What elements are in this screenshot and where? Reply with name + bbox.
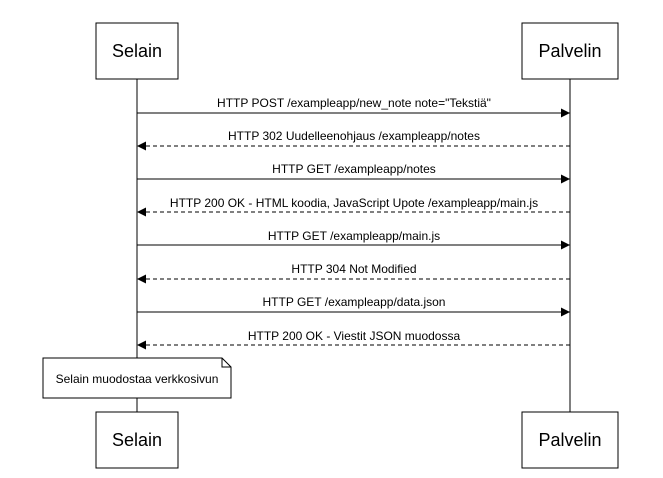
participant-browser-top-label: Selain bbox=[112, 41, 162, 61]
message-8-label: HTTP 200 OK - Viestit JSON muodossa bbox=[248, 329, 461, 343]
note-box bbox=[42, 357, 232, 399]
message-2-label: HTTP 302 Uudelleenohjaus /exampleapp/not… bbox=[228, 129, 480, 143]
message-3-label: HTTP GET /exampleapp/notes bbox=[272, 162, 436, 176]
message-8: HTTP 200 OK - Viestit JSON muodossa bbox=[137, 329, 570, 350]
message-5-label: HTTP GET /exampleapp/main.js bbox=[268, 229, 440, 243]
participant-server-bottom-label: Palvelin bbox=[538, 430, 601, 450]
participant-server-top: Palvelin bbox=[521, 22, 619, 80]
message-5: HTTP GET /exampleapp/main.js bbox=[137, 229, 570, 250]
message-7-label: HTTP GET /exampleapp/data.json bbox=[263, 295, 446, 309]
participant-server-top-label: Palvelin bbox=[538, 41, 601, 61]
participant-browser-bottom-label: Selain bbox=[112, 430, 162, 450]
participant-browser-bottom: Selain bbox=[95, 411, 179, 469]
message-1-label: HTTP POST /exampleapp/new_note note="Tek… bbox=[217, 96, 491, 110]
message-2: HTTP 302 Uudelleenohjaus /exampleapp/not… bbox=[137, 129, 570, 151]
note: Selain muodostaa verkkosivun bbox=[42, 357, 232, 399]
message-6: HTTP 304 Not Modified bbox=[137, 262, 570, 284]
message-3: HTTP GET /exampleapp/notes bbox=[137, 162, 570, 184]
message-7: HTTP GET /exampleapp/data.json bbox=[137, 295, 570, 317]
message-4-label: HTTP 200 OK - HTML koodia, JavaScript Up… bbox=[170, 196, 538, 210]
note-fold bbox=[221, 358, 231, 368]
participant-server-bottom: Palvelin bbox=[521, 411, 619, 469]
message-1: HTTP POST /exampleapp/new_note note="Tek… bbox=[137, 96, 570, 118]
note-label: Selain muodostaa verkkosivun bbox=[56, 372, 219, 386]
message-4: HTTP 200 OK - HTML koodia, JavaScript Up… bbox=[137, 196, 570, 217]
message-6-label: HTTP 304 Not Modified bbox=[291, 262, 416, 276]
participant-browser-top: Selain bbox=[95, 22, 179, 80]
